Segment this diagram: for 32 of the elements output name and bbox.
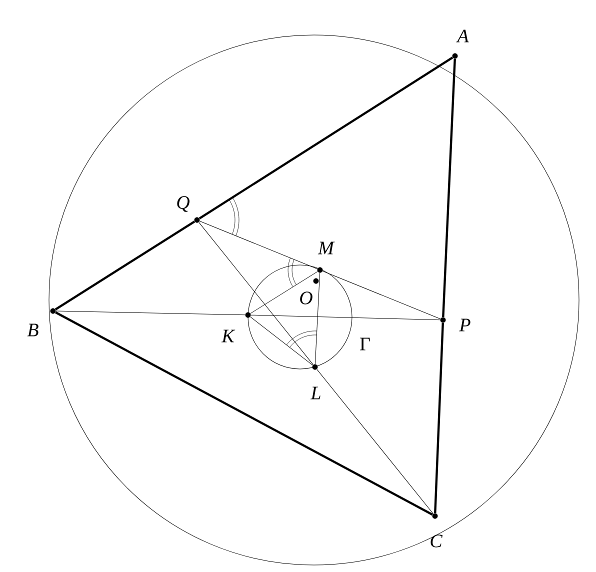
point: M	[317, 242, 335, 273]
point: L	[310, 364, 320, 400]
segment	[316, 369, 434, 514]
segment	[442, 58, 456, 318]
node-label: O	[300, 292, 312, 304]
segment	[56, 310, 246, 316]
point: K	[221, 312, 251, 342]
segment	[199, 220, 318, 270]
segment	[250, 316, 313, 366]
point: P	[440, 317, 470, 332]
node-label: L	[310, 386, 320, 400]
node-label: A	[456, 30, 469, 42]
node-label: M	[318, 242, 335, 254]
node-label: Q	[177, 196, 190, 212]
segment	[250, 314, 440, 320]
point: B	[27, 308, 56, 336]
segment	[54, 220, 196, 310]
node-label: B	[27, 324, 38, 336]
point: Q	[177, 196, 200, 223]
point: C	[430, 513, 443, 548]
point: A	[452, 30, 469, 59]
point: O	[300, 278, 319, 304]
node-label: K	[221, 330, 236, 342]
segment	[314, 272, 320, 364]
segment	[198, 56, 454, 220]
node-label: C	[430, 534, 443, 548]
segment	[322, 270, 441, 320]
segment	[250, 271, 318, 314]
segment	[434, 322, 444, 514]
node-label: P	[459, 318, 470, 332]
segment	[55, 311, 433, 516]
segment	[198, 222, 314, 365]
